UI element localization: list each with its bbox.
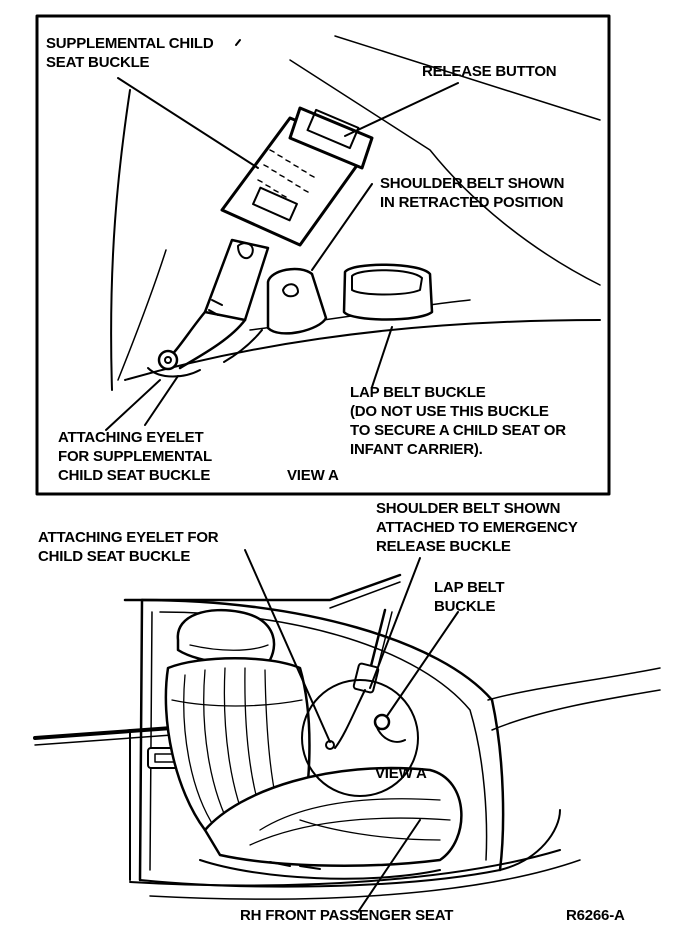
passenger-seat — [139, 608, 561, 888]
label-line: ATTACHED TO EMERGENCY — [376, 519, 578, 536]
roof-arc-inner — [159, 611, 488, 861]
label-line: R6266-A — [566, 907, 625, 924]
label-figure-code: R6266-A — [566, 906, 625, 925]
lap-belt-buckle — [342, 263, 434, 321]
label-line: IN RETRACTED POSITION — [380, 194, 564, 211]
label-line: ATTACHING EYELET FOR — [38, 529, 219, 546]
label-line: SHOULDER BELT SHOWN — [376, 500, 561, 517]
label-release-button: RELEASE BUTTON — [422, 62, 557, 81]
label-line: (DO NOT USE THIS BUCKLE — [350, 403, 549, 420]
headrest — [176, 608, 276, 666]
label-line: LAP BELT BUCKLE — [350, 384, 486, 401]
label-line: LAP BELT — [434, 579, 505, 596]
dash-line — [491, 689, 661, 731]
buckle-strap — [163, 238, 270, 370]
view-a-leaders — [105, 39, 459, 431]
windshield-frame — [123, 573, 402, 602]
roof-line-a — [334, 35, 601, 121]
label-attaching-eyelet-supplemental: ATTACHING EYELET FOR SUPPLEMENTAL CHILD … — [58, 428, 212, 485]
label-line: FOR SUPPLEMENTAL — [58, 448, 213, 465]
label-line: INFANT CARRIER). — [350, 441, 483, 458]
label-view-a-marker: VIEW A — [375, 764, 427, 783]
a-pillar-outer — [329, 581, 401, 609]
label-line: VIEW A — [375, 765, 427, 782]
label-shoulder-belt-attached: SHOULDER BELT SHOWN ATTACHED TO EMERGENC… — [376, 499, 578, 556]
label-line: RH FRONT PASSENGER SEAT — [240, 907, 454, 924]
door-pillar-inner — [149, 611, 153, 871]
inner-trim-curve — [117, 249, 167, 381]
door-trim-curve — [110, 89, 131, 391]
label-attaching-eyelet-child: ATTACHING EYELET FOR CHILD SEAT BUCKLE — [38, 528, 219, 566]
label-line: ATTACHING EYELET — [58, 429, 204, 446]
roof-line-b — [289, 59, 601, 286]
label-seat-caption: RH FRONT PASSENGER SEAT — [240, 906, 453, 925]
door-pillar — [138, 598, 144, 882]
label-line: CHILD SEAT BUCKLE — [58, 467, 211, 484]
label-line: VIEW A — [287, 467, 339, 484]
roof-arc-outer — [140, 598, 505, 872]
window-sill-2 — [34, 734, 173, 746]
label-supplemental-child-seat-buckle: SUPPLEMENTAL CHILD SEAT BUCKLE — [46, 34, 214, 72]
rocker-line — [129, 849, 561, 887]
vehicle-view — [33, 549, 661, 913]
seat-cushion-pleats — [249, 798, 451, 846]
seat-cushion — [203, 766, 463, 867]
label-line: CHILD SEAT BUCKLE — [38, 548, 191, 565]
label-line: TO SECURE A CHILD SEAT OR — [350, 422, 566, 439]
view-a-circle — [301, 679, 419, 797]
label-lap-belt-buckle-note: LAP BELT BUCKLE (DO NOT USE THIS BUCKLE … — [350, 383, 566, 459]
hood-line — [487, 667, 661, 701]
attaching-eyelet — [147, 349, 201, 378]
label-line: BUCKLE — [434, 598, 496, 615]
label-shoulder-belt-retracted: SHOULDER BELT SHOWN IN RETRACTED POSITIO… — [380, 174, 564, 212]
label-lap-belt-buckle: LAP BELT BUCKLE — [434, 578, 505, 616]
shoulder-belt-latch — [223, 267, 328, 363]
label-view-a-title: VIEW A — [287, 466, 339, 485]
label-line: SHOULDER BELT SHOWN — [380, 175, 565, 192]
view-a-frame — [35, 14, 611, 496]
label-line: RELEASE BUCKLE — [376, 538, 511, 555]
label-line: SEAT BUCKLE — [46, 54, 150, 71]
label-line: RELEASE BUTTON — [422, 63, 557, 80]
view-a-panel — [35, 14, 611, 496]
rocker-line-2 — [149, 859, 581, 900]
seat-track — [199, 859, 441, 880]
label-line: SUPPLEMENTAL CHILD — [46, 35, 214, 52]
supplemental-buckle — [220, 106, 374, 247]
buckle-markings — [257, 149, 315, 198]
window-sill — [33, 726, 174, 740]
vehicle-leaders — [244, 549, 459, 913]
